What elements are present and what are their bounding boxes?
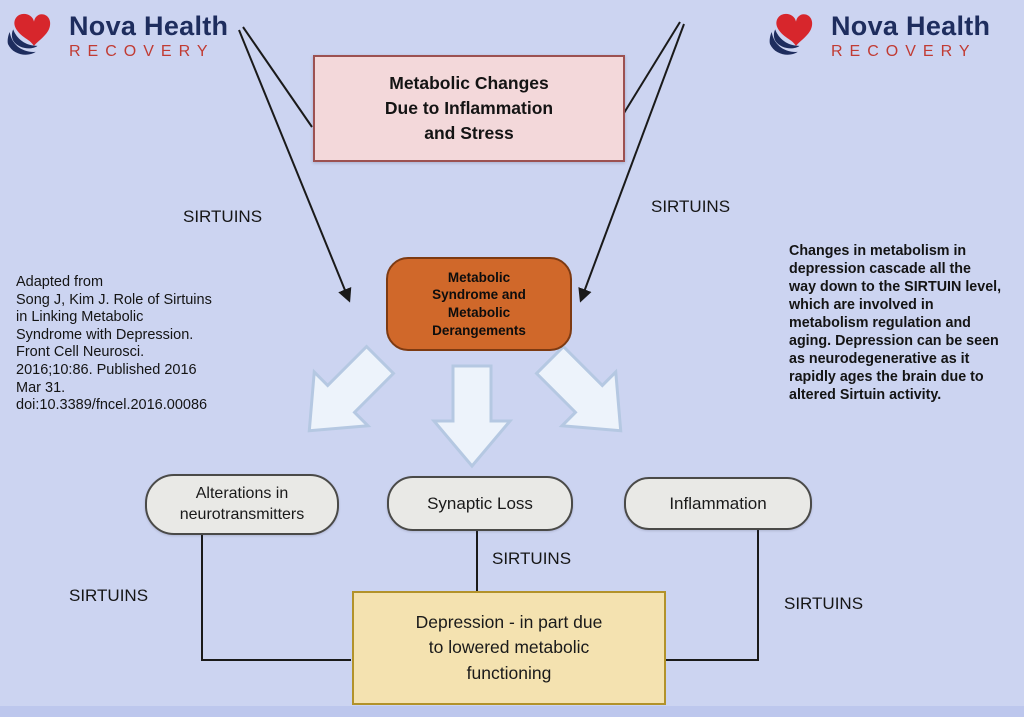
sirtuins-label-bottom-right: SIRTUINS — [784, 594, 864, 613]
pill-synaptic-loss: Synaptic Loss — [387, 476, 573, 531]
big-arrow-down-center — [432, 364, 512, 468]
sirtuins-label-bottom-left: SIRTUINS — [69, 586, 149, 605]
logo-subtitle: RECOVERY — [69, 43, 215, 61]
big-arrow-down-left — [280, 331, 409, 460]
sirtuins-label-top-left: SIRTUINS — [183, 207, 263, 226]
connector-neurotransmitters-to-depression — [201, 531, 351, 661]
line-right-to-top-box — [623, 21, 681, 114]
nova-health-logo-left: Nova Health RECOVERY — [6, 6, 228, 61]
connector-inflammation-to-depression — [663, 527, 759, 661]
heart-logo-icon — [7, 13, 51, 55]
logo-title: Nova Health — [69, 11, 229, 41]
heart-logo-icon — [769, 13, 813, 55]
nova-health-logo-right: Nova Health RECOVERY — [768, 6, 990, 61]
pill-inflammation: Inflammation — [624, 477, 812, 530]
logo-subtitle: RECOVERY — [831, 43, 977, 61]
sirtuins-label-center: SIRTUINS — [492, 549, 572, 568]
logo-text: Nova Health RECOVERY — [831, 6, 990, 61]
logo-title: Nova Health — [831, 11, 991, 41]
big-arrow-down-right — [521, 331, 650, 460]
bottom-edge-strip — [0, 706, 1024, 717]
logo-text: Nova Health RECOVERY — [69, 6, 228, 61]
sirtuins-label-top-right: SIRTUINS — [651, 197, 731, 216]
line-left-to-top-box — [242, 26, 313, 128]
